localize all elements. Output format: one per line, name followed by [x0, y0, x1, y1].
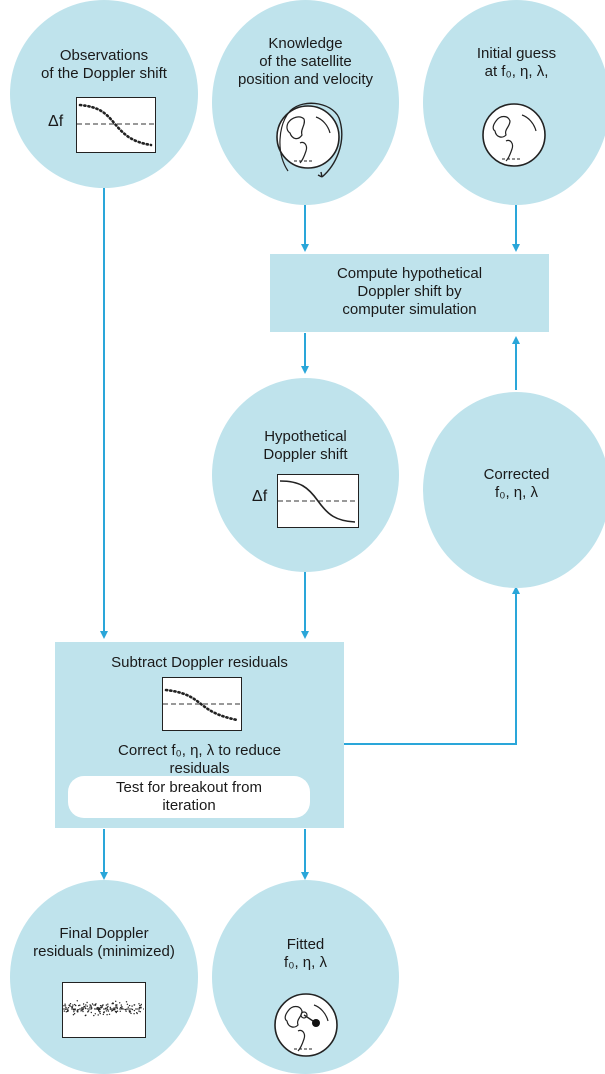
initial-guess-title-2: at f₀, η, λ, [484, 63, 549, 80]
initial-guess-node [423, 0, 605, 205]
corrected-node [423, 392, 605, 588]
final-title-1: Final Doppler [59, 925, 149, 942]
test-line-1: Test for breakout from [116, 779, 262, 796]
observations-title-2: of the Doppler shift [41, 65, 167, 82]
observations-node [10, 0, 198, 188]
compute-line-1: Compute hypothetical [336, 265, 483, 282]
knowledge-title-3: position and velocity [237, 71, 374, 88]
final-title-2: residuals (minimized) [33, 943, 175, 960]
compute-line-2: Doppler shift by [357, 283, 462, 300]
initial-guess-title-1: Initial guess [476, 45, 557, 62]
correct-line-2: residuals [169, 760, 230, 777]
residuals-plot [162, 677, 242, 731]
corrected-title-2: f₀, η, λ [495, 484, 538, 501]
hypothetical-doppler-plot [277, 474, 359, 528]
hypothetical-axis-label: Δf [252, 488, 268, 505]
final-residuals-node [10, 880, 198, 1074]
globe-icon [482, 103, 546, 167]
fitted-title-1: Fitted [286, 936, 325, 953]
observations-title-1: Observations [59, 47, 149, 64]
compute-line-3: computer simulation [342, 301, 477, 318]
observations-axis-label: Δf [48, 113, 64, 130]
knowledge-node [212, 0, 399, 205]
fitted-globe-icon [274, 993, 338, 1057]
arrow-test-to-corrected [310, 586, 520, 745]
test-line-2: iteration [162, 797, 216, 814]
compute-simulation-box [270, 254, 549, 332]
correct-line-1: Correct f₀, η, λ to reduce [118, 742, 281, 759]
final-residuals-plot [62, 982, 146, 1038]
hypothetical-title-2: Doppler shift [263, 446, 348, 463]
knowledge-title-1: Knowledge [268, 35, 343, 52]
test-breakout-pill [68, 776, 310, 818]
fitted-title-2: f₀, η, λ [284, 954, 327, 971]
globe-with-orbit-icon [276, 102, 343, 178]
knowledge-title-2: of the satellite [259, 53, 352, 70]
observed-doppler-plot [76, 97, 156, 153]
subtract-title: Subtract Doppler residuals [111, 654, 288, 671]
corrected-title-1: Corrected [483, 466, 550, 483]
hypothetical-title-1: Hypothetical [264, 428, 347, 445]
